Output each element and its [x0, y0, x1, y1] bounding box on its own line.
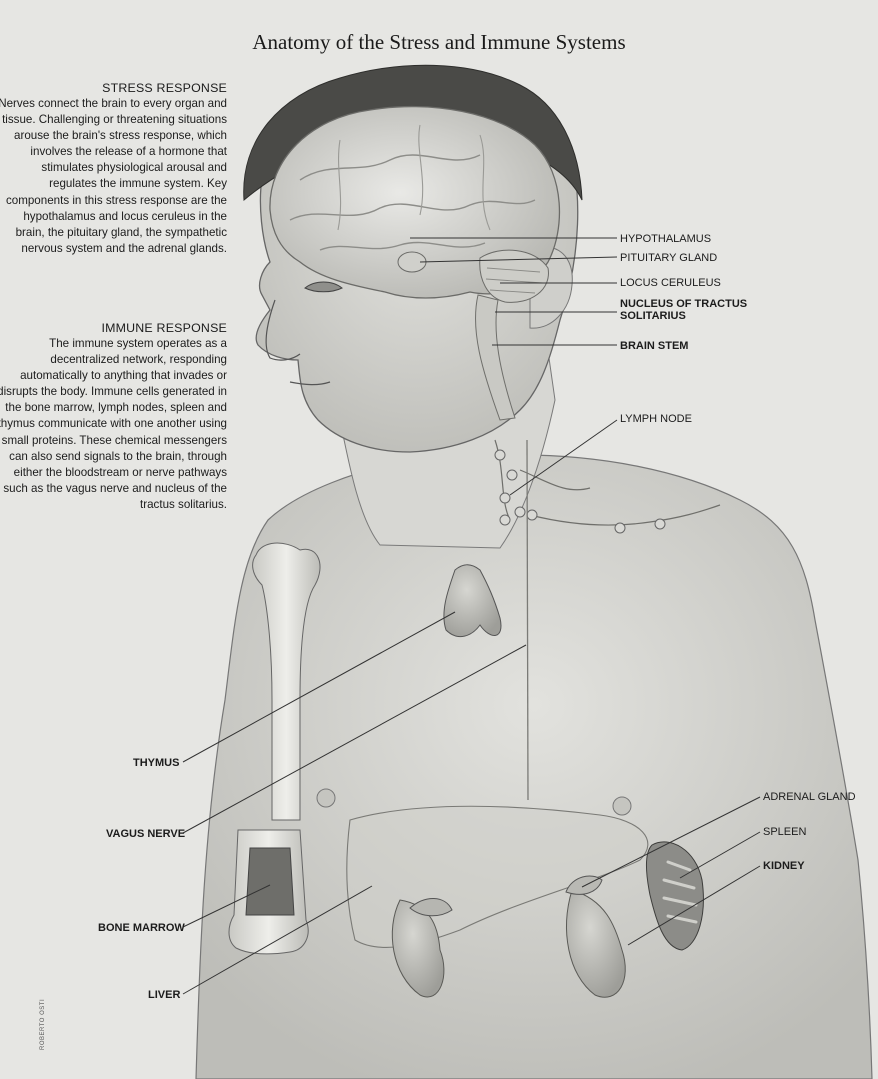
label-bone-marrow: BONE MARROW: [98, 922, 185, 934]
label-locus-ceruleus: LOCUS CERULEUS: [620, 277, 721, 289]
label-liver: LIVER: [148, 989, 180, 1001]
stress-response-panel: STRESS RESPONSE Nerves connect the brain…: [0, 80, 227, 257]
immune-response-panel: IMMUNE RESPONSE The immune system operat…: [0, 320, 227, 513]
label-kidney: KIDNEY: [763, 860, 805, 872]
stress-response-heading: STRESS RESPONSE: [0, 80, 227, 96]
stress-response-body: Nerves connect the brain to every organ …: [0, 96, 227, 257]
label-thymus: THYMUS: [133, 757, 179, 769]
immune-response-heading: IMMUNE RESPONSE: [0, 320, 227, 336]
label-lymph-node: LYMPH NODE: [620, 413, 692, 425]
label-pituitary-gland: PITUITARY GLAND: [620, 252, 717, 264]
nipple-left: [613, 797, 631, 815]
page-title: Anatomy of the Stress and Immune Systems: [0, 30, 878, 55]
nipple-right: [317, 789, 335, 807]
label-spleen: SPLEEN: [763, 826, 806, 838]
label-adrenal-gland: ADRENAL GLAND: [763, 791, 856, 803]
label-vagus-nerve: VAGUS NERVE: [106, 828, 185, 840]
bone-marrow: [246, 848, 294, 915]
label-nucleus-line2: SOLITARIUS: [620, 310, 686, 322]
immune-response-body: The immune system operates as a decentra…: [0, 336, 227, 513]
label-nucleus-line1: NUCLEUS OF TRACTUS: [620, 298, 747, 310]
label-hypothalamus: HYPOTHALAMUS: [620, 233, 711, 245]
artist-credit: ROBERTO OSTI: [40, 999, 46, 1050]
label-brain-stem: BRAIN STEM: [620, 340, 688, 352]
